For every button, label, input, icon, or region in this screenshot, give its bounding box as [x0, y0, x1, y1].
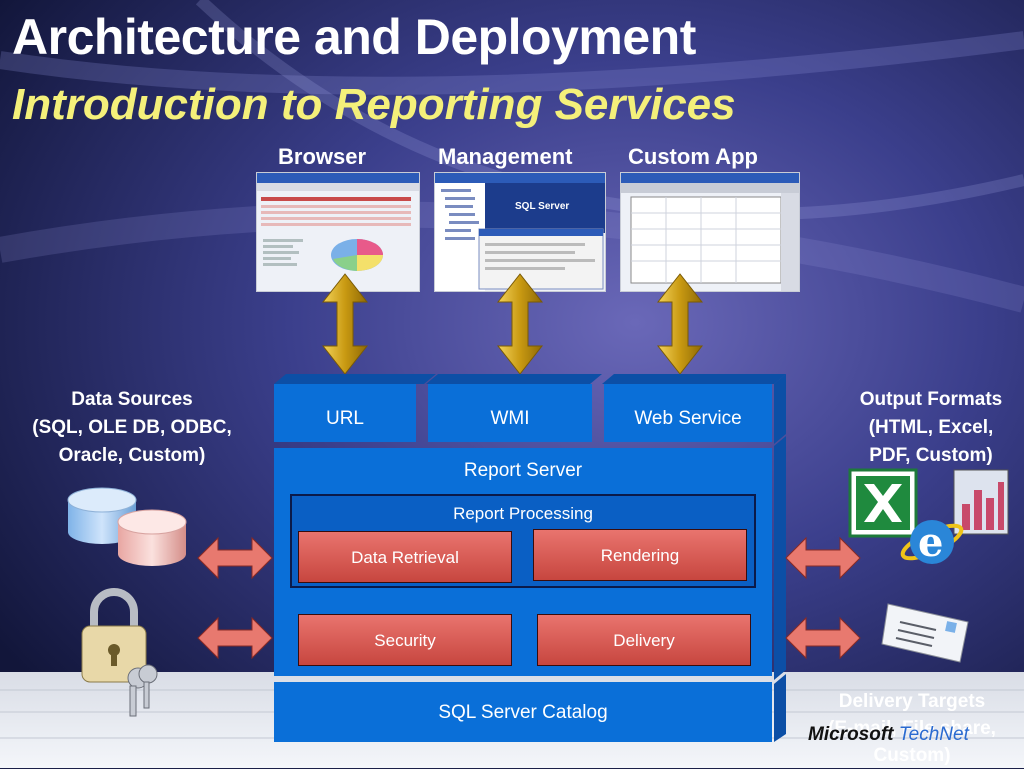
wmi-arrow — [496, 273, 544, 375]
envelope-icon — [881, 603, 969, 663]
data-sources-line1: Data Sources — [71, 389, 193, 410]
delivery-targets-line3: Custom) — [873, 745, 951, 766]
output-formats-arrow — [785, 536, 861, 580]
output-formats-label: Output Formats (HTML, Excel, PDF, Custom… — [828, 386, 1024, 470]
delivery-targets-label: Delivery Targets (E-mail, File share, Cu… — [800, 688, 1024, 769]
sql-server-catalog-label: SQL Server Catalog — [438, 702, 608, 723]
data-retrieval-box: Data Retrieval — [298, 531, 512, 583]
url-arrow — [321, 273, 369, 375]
excel-icon — [848, 468, 918, 538]
microsoft-technet-logo: Microsoft TechNet — [808, 724, 969, 746]
web-service-interface-box: Web Service — [604, 384, 772, 442]
client-label-browser: Browser — [278, 144, 367, 169]
sql-server-catalog-box: SQL Server Catalog — [274, 682, 772, 742]
padlock-icon — [81, 588, 158, 717]
slide-subtitle: Introduction to Reporting Services — [12, 80, 736, 129]
svg-text:SQL Server: SQL Server — [515, 201, 569, 212]
left-arrows — [197, 536, 273, 660]
url-interface-box: URL — [274, 384, 416, 442]
management-screenshot: SQL Server — [434, 172, 606, 292]
client-arrows — [321, 273, 704, 375]
url-label: URL — [325, 408, 364, 429]
right-arrows — [785, 536, 861, 660]
data-sources-label: Data Sources (SQL, OLE DB, ODBC, Oracle,… — [0, 386, 264, 470]
data-sources-arrow — [197, 536, 273, 580]
slide-title: Architecture and Deployment — [12, 9, 696, 65]
report-processing-label: Report Processing — [453, 504, 593, 523]
output-formats-line1: Output Formats — [859, 389, 1003, 410]
server-block-3d — [274, 374, 786, 742]
delivery-targets-line2: (E-mail, File share, — [828, 718, 996, 739]
data-sources-line2: (SQL, OLE DB, ODBC, — [32, 417, 232, 438]
security-box: Security — [298, 614, 512, 666]
report-server-label: Report Server — [463, 460, 583, 481]
delivery-targets-line1: Delivery Targets — [838, 691, 986, 712]
browser-screenshot — [256, 172, 420, 292]
chart-icon — [953, 469, 1009, 535]
database-icon — [67, 487, 187, 566]
delivery-box: Delivery — [537, 614, 751, 666]
logo-technet: TechNet — [898, 724, 969, 745]
client-label-management: Management — [438, 144, 573, 169]
custom-app-arrow — [656, 273, 704, 375]
ie-icon: e — [900, 519, 964, 566]
delivery-targets-arrow — [785, 616, 861, 660]
svg-text:e: e — [918, 519, 943, 566]
output-formats-line2: (HTML, Excel, — [868, 417, 994, 438]
security-arrow — [197, 616, 273, 660]
custom-app-screenshot — [620, 172, 800, 292]
wmi-label: WMI — [490, 408, 530, 429]
data-sources-line3: Oracle, Custom) — [58, 445, 206, 466]
logo-microsoft: Microsoft — [808, 724, 894, 745]
web-service-label: Web Service — [634, 408, 742, 429]
wmi-interface-box: WMI — [428, 384, 592, 442]
client-label-custom-app: Custom App — [628, 144, 758, 169]
rendering-box: Rendering — [533, 529, 747, 581]
output-formats-line3: PDF, Custom) — [869, 445, 993, 466]
